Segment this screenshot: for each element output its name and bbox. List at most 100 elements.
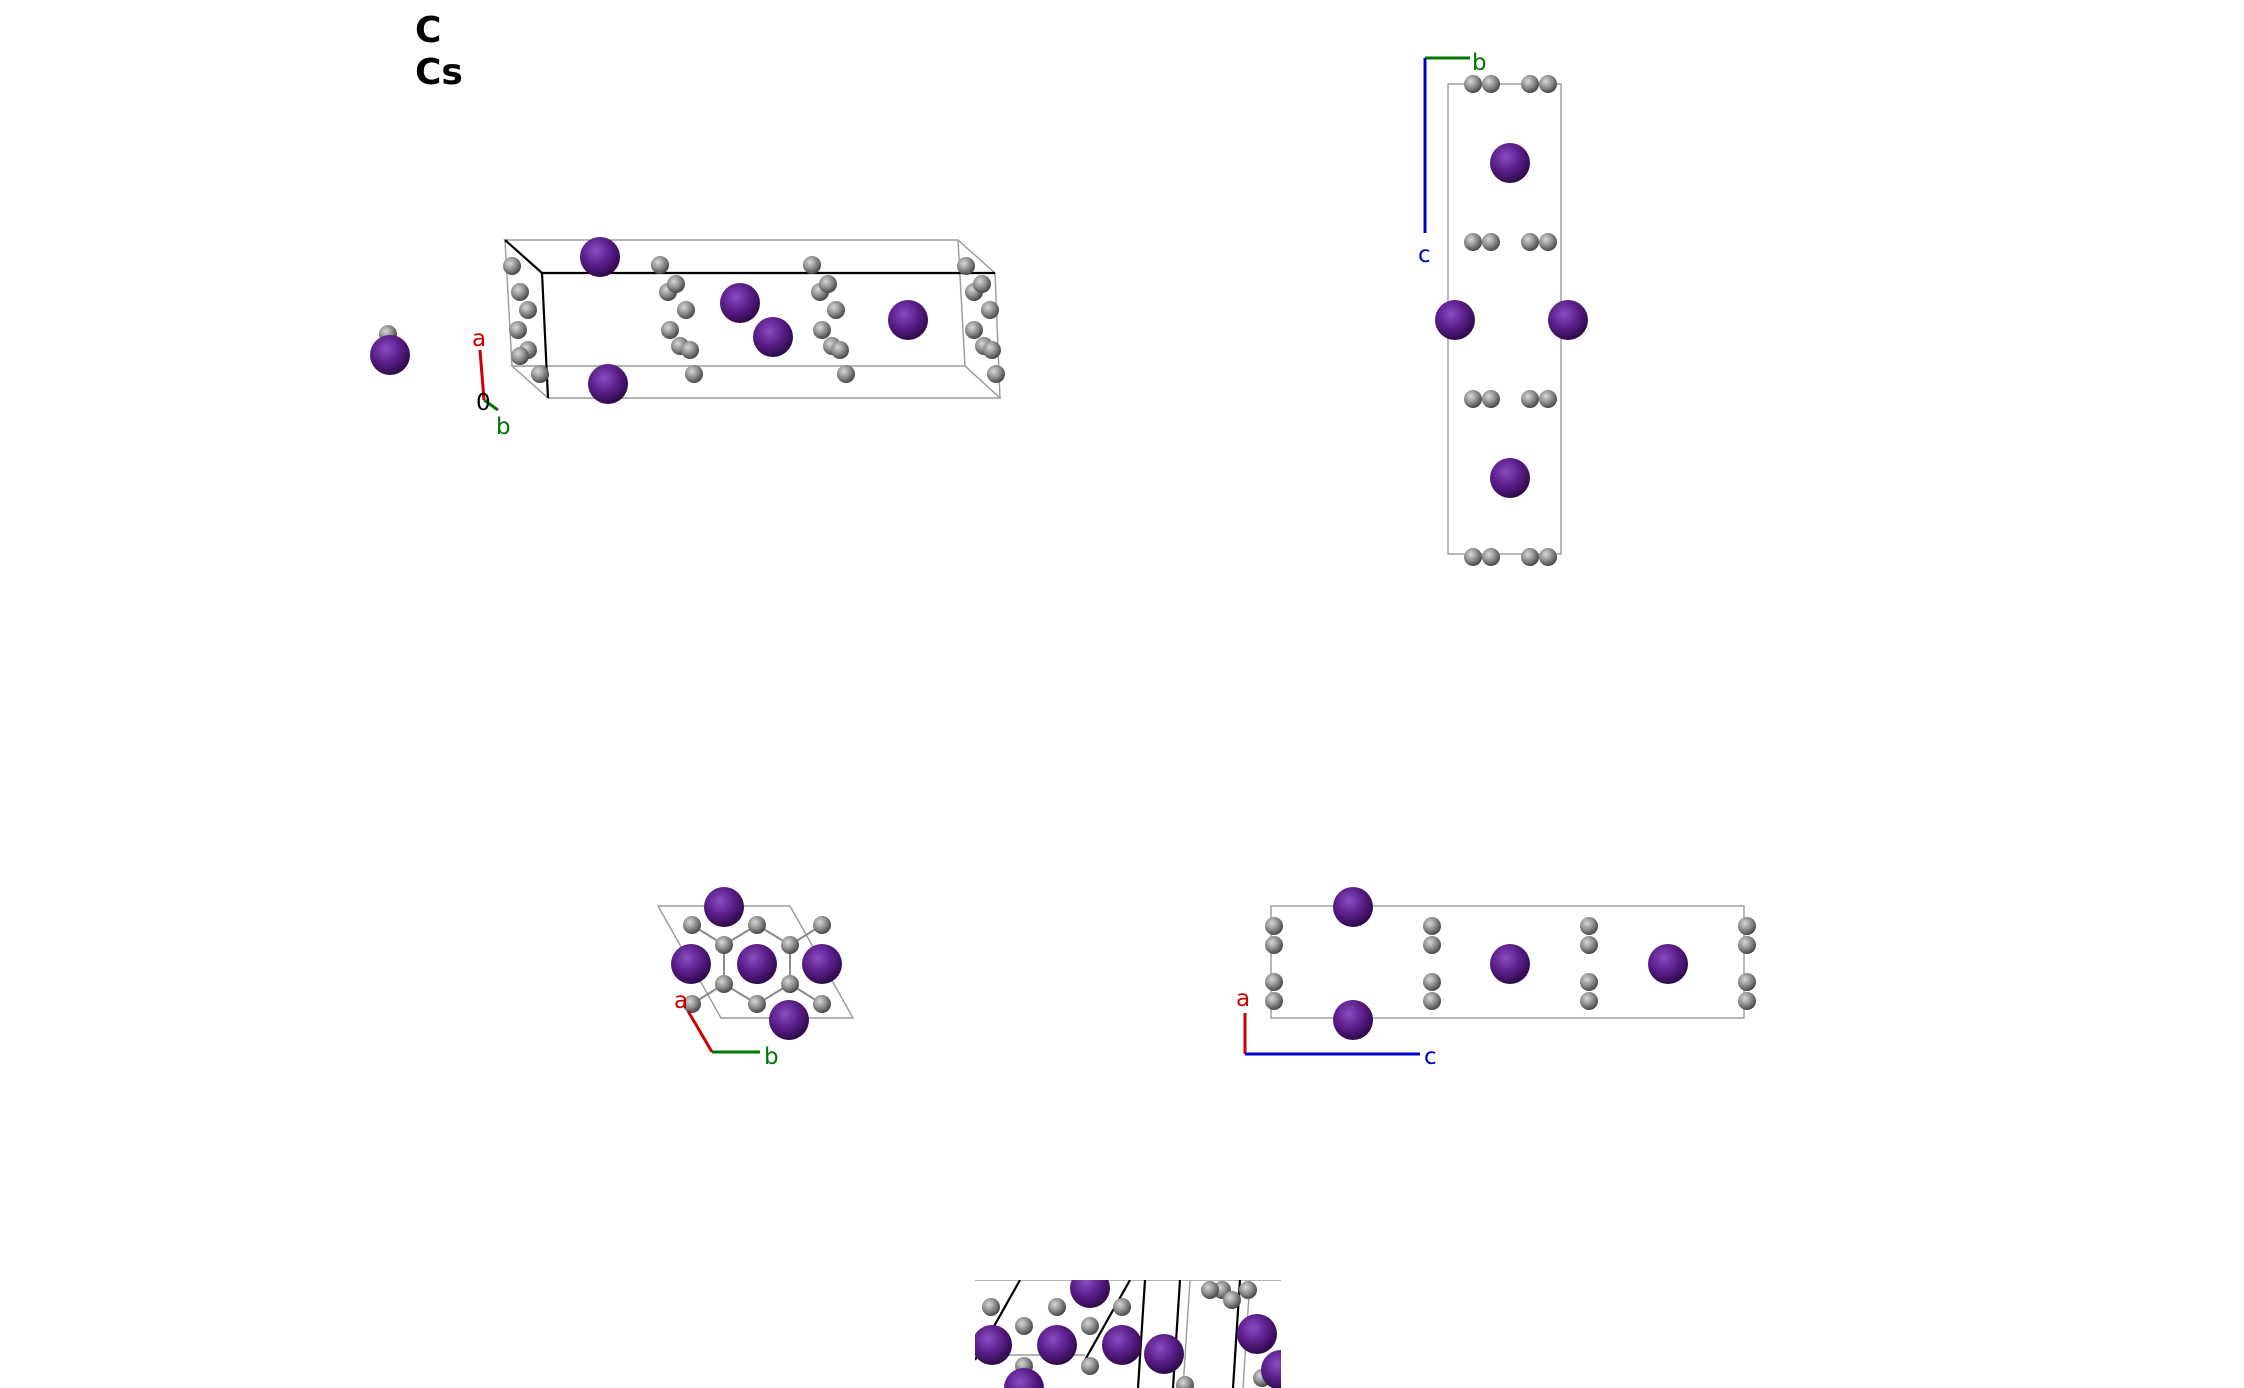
bc-axes: b c — [1418, 50, 1487, 268]
carbon-atom — [1223, 1291, 1241, 1309]
carbon-atom — [531, 365, 549, 383]
cesium-atom — [580, 237, 620, 277]
cesium-atom — [1548, 300, 1588, 340]
carbon-atom — [973, 275, 991, 293]
carbon-atom — [813, 916, 831, 934]
carbon-atom — [1048, 1298, 1066, 1316]
carbon-atom — [813, 995, 831, 1013]
carbon-atom — [1539, 548, 1557, 566]
carbon-atom — [683, 995, 701, 1013]
ab-axis-b-label: b — [764, 1044, 779, 1070]
carbon-atom — [781, 975, 799, 993]
carbon-atom — [1482, 548, 1500, 566]
cesium-atom — [1037, 1325, 1077, 1365]
cesium-atom — [588, 364, 628, 404]
carbon-atom — [1081, 1357, 1099, 1375]
carbon-atom — [965, 321, 983, 339]
legend-item-cesium: Cs — [415, 52, 463, 93]
cesium-atom — [888, 300, 928, 340]
element-legend: C Cs — [415, 10, 463, 93]
cesium-atom — [1261, 1350, 1281, 1388]
carbon-atom — [681, 341, 699, 359]
carbon-atom — [1738, 973, 1756, 991]
carbon-atom — [819, 275, 837, 293]
carbon-atom — [1482, 390, 1500, 408]
carbon-atom — [1265, 936, 1283, 954]
carbon-atom — [957, 257, 975, 275]
cesium-atom — [1004, 1368, 1044, 1388]
carbon-atom — [1464, 75, 1482, 93]
carbon-atom — [983, 341, 1001, 359]
cesium-atom — [671, 944, 711, 984]
carbon-atom — [667, 275, 685, 293]
carbon-atom — [987, 365, 1005, 383]
supercell-thumbnail — [975, 1280, 1281, 1388]
carbon-atom — [511, 283, 529, 301]
cesium-atom — [370, 335, 410, 375]
cesium-atom — [737, 944, 777, 984]
carbon-atom — [827, 301, 845, 319]
carbon-atom — [1201, 1281, 1219, 1299]
ac-unit-cell — [1270, 905, 1745, 1019]
carbon-atom — [685, 365, 703, 383]
carbon-atom — [1521, 75, 1539, 93]
carbon-atom — [1464, 233, 1482, 251]
ac-axes: a c — [1236, 986, 1437, 1070]
ab-atoms — [671, 887, 842, 1040]
cesium-atom — [1070, 1280, 1110, 1308]
cesium-atom — [975, 1325, 1012, 1365]
bc-view: b c — [1418, 50, 1588, 566]
carbon-atom — [1423, 992, 1441, 1010]
bc-atoms — [1435, 75, 1588, 566]
cesium-atom — [753, 317, 793, 357]
carbon-atom — [1015, 1317, 1033, 1335]
carbon-atom — [1081, 1317, 1099, 1335]
cesium-atom — [704, 887, 744, 927]
carbon-atom — [813, 321, 831, 339]
perspective-atoms — [370, 237, 1005, 404]
ac-atoms — [1265, 887, 1756, 1040]
carbon-atom — [677, 301, 695, 319]
cesium-atom — [1144, 1334, 1184, 1374]
cesium-atom — [1435, 300, 1475, 340]
legend-item-carbon: C — [415, 10, 441, 51]
carbon-atom — [803, 256, 821, 274]
carbon-atom — [1265, 917, 1283, 935]
carbon-atom — [1738, 936, 1756, 954]
cesium-atom — [1648, 944, 1688, 984]
carbon-atom — [1738, 992, 1756, 1010]
carbon-atom — [1580, 917, 1598, 935]
perspective-view: a 0 b — [370, 237, 1005, 440]
bc-axis-c-label: c — [1418, 242, 1431, 268]
ab-axes: a b — [674, 988, 779, 1070]
carbon-atom — [519, 301, 537, 319]
carbon-atom — [748, 995, 766, 1013]
carbon-atom — [715, 936, 733, 954]
cesium-atom — [1333, 1000, 1373, 1040]
carbon-atom — [509, 321, 527, 339]
carbon-atom — [1580, 973, 1598, 991]
perspective-axes: a 0 b — [472, 326, 511, 440]
perspective-axis-b-label: b — [496, 414, 511, 440]
carbon-atom — [1580, 992, 1598, 1010]
carbon-atom — [1113, 1298, 1131, 1316]
carbon-atom — [981, 301, 999, 319]
ac-axis-a-label: a — [1236, 986, 1250, 1012]
carbon-atom — [1265, 992, 1283, 1010]
cesium-atom — [1237, 1314, 1277, 1354]
cesium-atom — [1490, 458, 1530, 498]
perspective-axis-a-label: a — [472, 326, 486, 352]
cesium-atom — [1490, 944, 1530, 984]
carbon-atom — [1265, 973, 1283, 991]
ac-view: a c — [1236, 887, 1756, 1070]
carbon-atom — [837, 365, 855, 383]
carbon-atom — [1738, 917, 1756, 935]
carbon-atom — [1239, 1281, 1257, 1299]
supercell-atoms — [975, 1280, 1281, 1388]
carbon-atom — [651, 256, 669, 274]
cesium-atom — [769, 1000, 809, 1040]
carbon-atom — [748, 916, 766, 934]
bc-axis-b-label: b — [1472, 50, 1487, 76]
cesium-atom — [1333, 887, 1373, 927]
carbon-atom — [1521, 390, 1539, 408]
